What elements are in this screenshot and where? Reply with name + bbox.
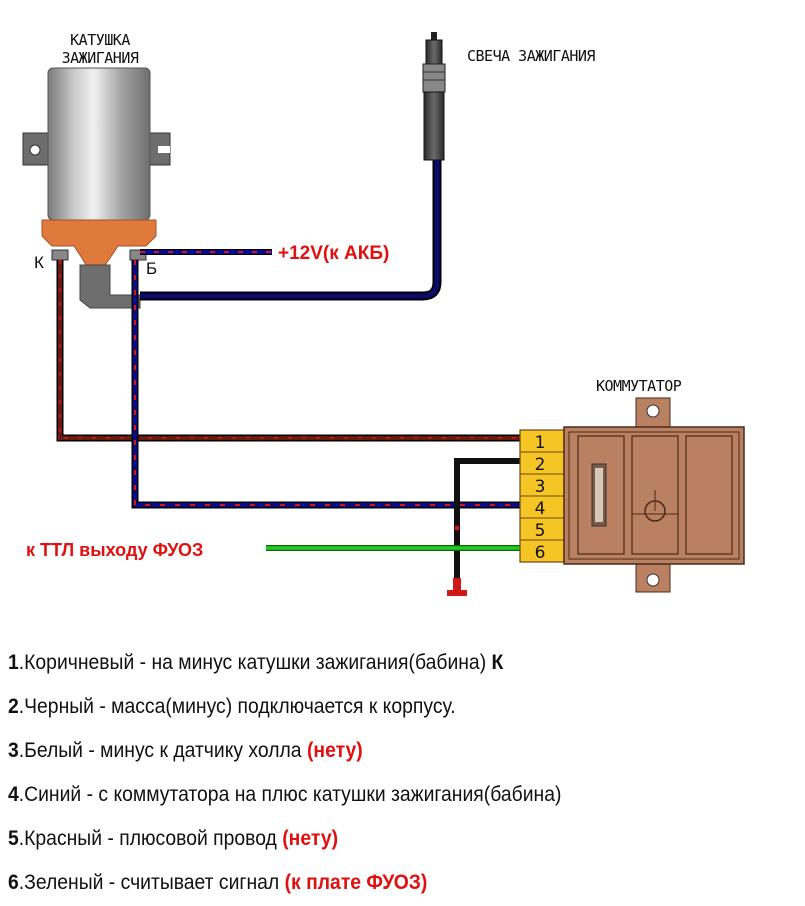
legend-item-num: 4 [8, 782, 19, 806]
legend-item: 2.Черный - масса(минус) подключается к к… [8, 686, 719, 730]
ignition-coil-icon [22, 67, 171, 309]
legend-item-num: 6 [8, 870, 19, 894]
spark-plug-icon [422, 32, 446, 161]
legend-item-text: .Черный - масса(минус) подключается к ко… [18, 694, 456, 718]
connector-pin-6: 6 [535, 543, 546, 563]
wire-4-blue [131, 260, 522, 509]
connector-pin-4: 4 [535, 499, 546, 519]
legend-item: 1.Коричневый - на минус катушки зажигани… [8, 642, 719, 686]
wire-1-brown [56, 260, 522, 442]
legend-item-text: .Зеленый - считывает сигнал [18, 870, 285, 894]
legend-item-num: 5 [8, 826, 19, 850]
legend-item: 5.Красный - плюсовой провод (нету) [8, 818, 719, 862]
legend-item-num: 2 [8, 694, 19, 718]
connector-pin-3: 3 [535, 477, 546, 497]
terminal-k-label: К [34, 253, 44, 272]
legend-item-text: .Белый - минус к датчику холла [18, 738, 307, 762]
hv-wire [140, 160, 442, 301]
legend-item-text: .Синий - с коммутатора на плюс катушки з… [18, 782, 562, 806]
legend-item-num: 3 [8, 738, 19, 762]
legend-item: 3.Белый - минус к датчику холла (нету) [8, 730, 719, 774]
commutator-icon [563, 397, 745, 593]
coil-title-line1: КАТУШКА [70, 31, 130, 49]
connector-pin-2: 2 [535, 455, 546, 475]
legend-item-note: (нету) [282, 826, 339, 850]
legend-item-text: .Коричневый - на минус катушки зажигания… [18, 650, 492, 674]
commutator-label: КОММУТАТОР [596, 377, 682, 395]
ground-symbol-icon [447, 590, 467, 596]
connector-pin-5: 5 [535, 521, 546, 541]
legend-item: 4.Синий - с коммутатора на плюс катушки … [8, 774, 719, 818]
wire-2-ground [447, 458, 522, 596]
terminal-b-label: Б [146, 259, 157, 278]
connector-pin-1: 1 [535, 433, 546, 453]
legend-item-num: 1 [8, 650, 19, 674]
spark-plug-label: СВЕЧА ЗАЖИГАНИЯ [467, 47, 595, 65]
wire-legend: 1.Коричневый - на минус катушки зажигани… [8, 642, 798, 906]
legend-item-note: (к плате ФУОЗ) [284, 870, 428, 894]
legend-item-text: .Красный - плюсовой провод [18, 826, 283, 850]
ttl-output-label: к ТТЛ выходу ФУОЗ [26, 540, 203, 560]
battery-label: +12V(к АКБ) [278, 243, 389, 264]
coil-title-line2: ЗАЖИГАНИЯ [62, 49, 139, 67]
wiring-diagram: КАТУШКА ЗАЖИГАНИЯ СВЕЧА ЗАЖИГАНИЯ КОММУТ… [22, 31, 745, 596]
legend-item-bold: К [491, 650, 504, 674]
legend-item-note: (нету) [306, 738, 363, 762]
legend-item: 6.Зеленый - считывает сигнал (к плате ФУ… [8, 862, 719, 906]
